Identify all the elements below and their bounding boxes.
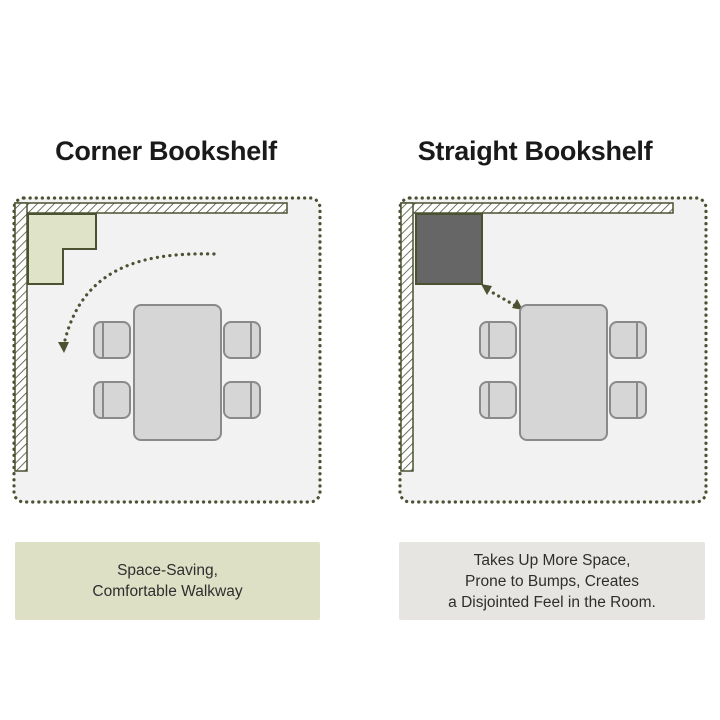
walkway-path xyxy=(63,252,216,342)
chair xyxy=(609,321,647,359)
bump-arrowhead-start xyxy=(481,284,492,295)
dining-table xyxy=(519,304,608,441)
straight-bookshelf-panel: Straight Bookshelf xyxy=(360,0,720,720)
chair xyxy=(93,381,131,419)
corner-bookshelf-caption: Space-Saving, Comfortable Walkway xyxy=(15,542,320,620)
walkway-arrowhead xyxy=(58,342,69,353)
caption-line: a Disjointed Feel in the Room. xyxy=(448,593,656,611)
corner-bookshelf xyxy=(27,213,97,285)
chair xyxy=(223,321,261,359)
chair xyxy=(223,381,261,419)
corner-bookshelf-panel: Corner Bookshelf xyxy=(55,136,277,166)
dining-table xyxy=(133,304,222,441)
bump-path xyxy=(486,288,518,308)
caption-line: Comfortable Walkway xyxy=(92,583,243,600)
straight-bookshelf xyxy=(415,213,483,285)
top-wall xyxy=(400,202,674,214)
panel-title: Corner Bookshelf xyxy=(55,136,277,166)
corner-bookshelf-diagram xyxy=(12,196,322,504)
left-wall xyxy=(400,202,414,472)
caption-line: Takes Up More Space, xyxy=(473,551,631,569)
caption-line: Prone to Bumps, Creates xyxy=(464,572,640,590)
chair xyxy=(479,381,517,419)
top-wall xyxy=(14,202,288,214)
chair xyxy=(93,321,131,359)
left-wall xyxy=(14,202,28,472)
straight-bookshelf-caption: Takes Up More Space, Prone to Bumps, Cre… xyxy=(399,542,705,620)
straight-bookshelf-diagram xyxy=(398,196,708,504)
chair xyxy=(479,321,517,359)
caption-line: Space-Saving, xyxy=(117,562,218,579)
bump-arrowhead-end xyxy=(512,299,523,310)
panel-title: Straight Bookshelf xyxy=(417,136,653,166)
chair xyxy=(609,381,647,419)
